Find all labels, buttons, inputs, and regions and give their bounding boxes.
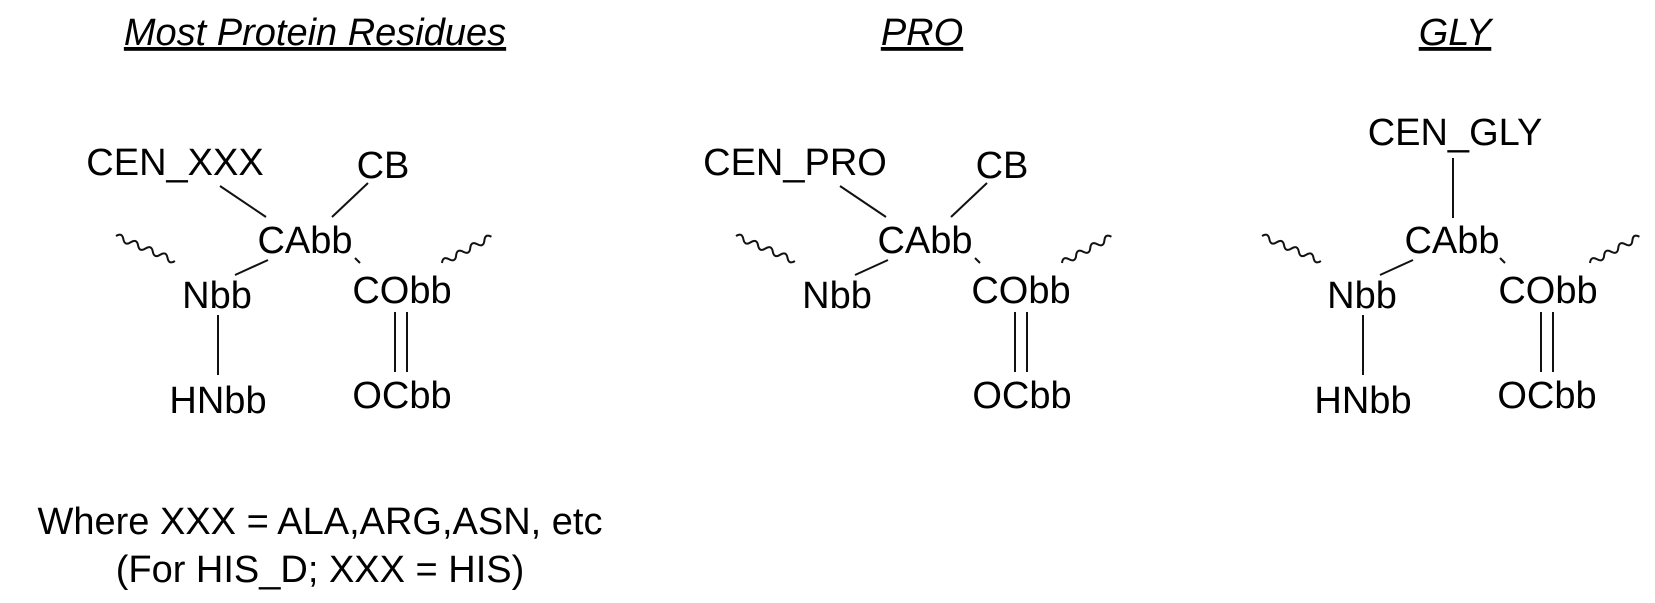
bond-cen-ca [219,185,267,218]
bond-cen-ca [839,185,887,218]
panel-heading: PRO [881,12,963,54]
atom-ca: CAbb [877,220,972,262]
bond-cb-ca [331,182,369,218]
atom-hn: HNbb [169,380,266,422]
bond-ca-co [974,257,981,264]
atom-cb: CB [976,145,1029,187]
bond-ca-co [354,257,361,264]
bond-ca-n [854,259,889,276]
wavy-bond-left [115,233,176,264]
atom-co: CObb [352,270,451,312]
note-line-2: (For HIS_D; XXX = HIS) [116,549,525,591]
wavy-bond-right [1061,234,1112,264]
panel-heading: GLY [1419,12,1494,54]
atom-cen: CEN_GLY [1368,112,1543,154]
atom-cb: CB [357,145,410,187]
atom-oc: OCbb [972,375,1071,417]
atom-n: Nbb [802,275,872,317]
atom-n: Nbb [1327,275,1397,317]
panel-gly: GLY CEN_GLY CAbb Nbb CObb HNbb OCbb [1261,12,1640,422]
atom-cen: CEN_PRO [703,142,887,184]
wavy-bond-left [1261,233,1322,264]
atom-oc: OCbb [352,375,451,417]
atom-cen: CEN_XXX [86,142,263,184]
wavy-bond-right [1589,234,1640,264]
atom-co: CObb [1498,270,1597,312]
atom-oc: OCbb [1497,375,1596,417]
atom-ca: CAbb [257,220,352,262]
bond-ca-n [234,259,269,276]
panel-most-protein-residues: Most Protein Residues CEN_XXX CB CAbb Nb… [86,12,506,422]
bond-ca-n [1379,259,1414,276]
bond-cb-ca [950,182,988,218]
bond-ca-co [1499,257,1506,264]
atom-co: CObb [971,270,1070,312]
panel-heading: Most Protein Residues [124,12,506,54]
atom-hn: HNbb [1314,380,1411,422]
note-line-1: Where XXX = ALA,ARG,ASN, etc [38,501,603,543]
footnote: Where XXX = ALA,ARG,ASN, etc (For HIS_D;… [38,501,603,591]
atom-ca: CAbb [1404,220,1499,262]
wavy-bond-right [441,234,492,264]
panel-pro: PRO CEN_PRO CB CAbb Nbb CObb OCbb [703,12,1112,417]
atom-n: Nbb [182,275,252,317]
wavy-bond-left [735,233,796,264]
